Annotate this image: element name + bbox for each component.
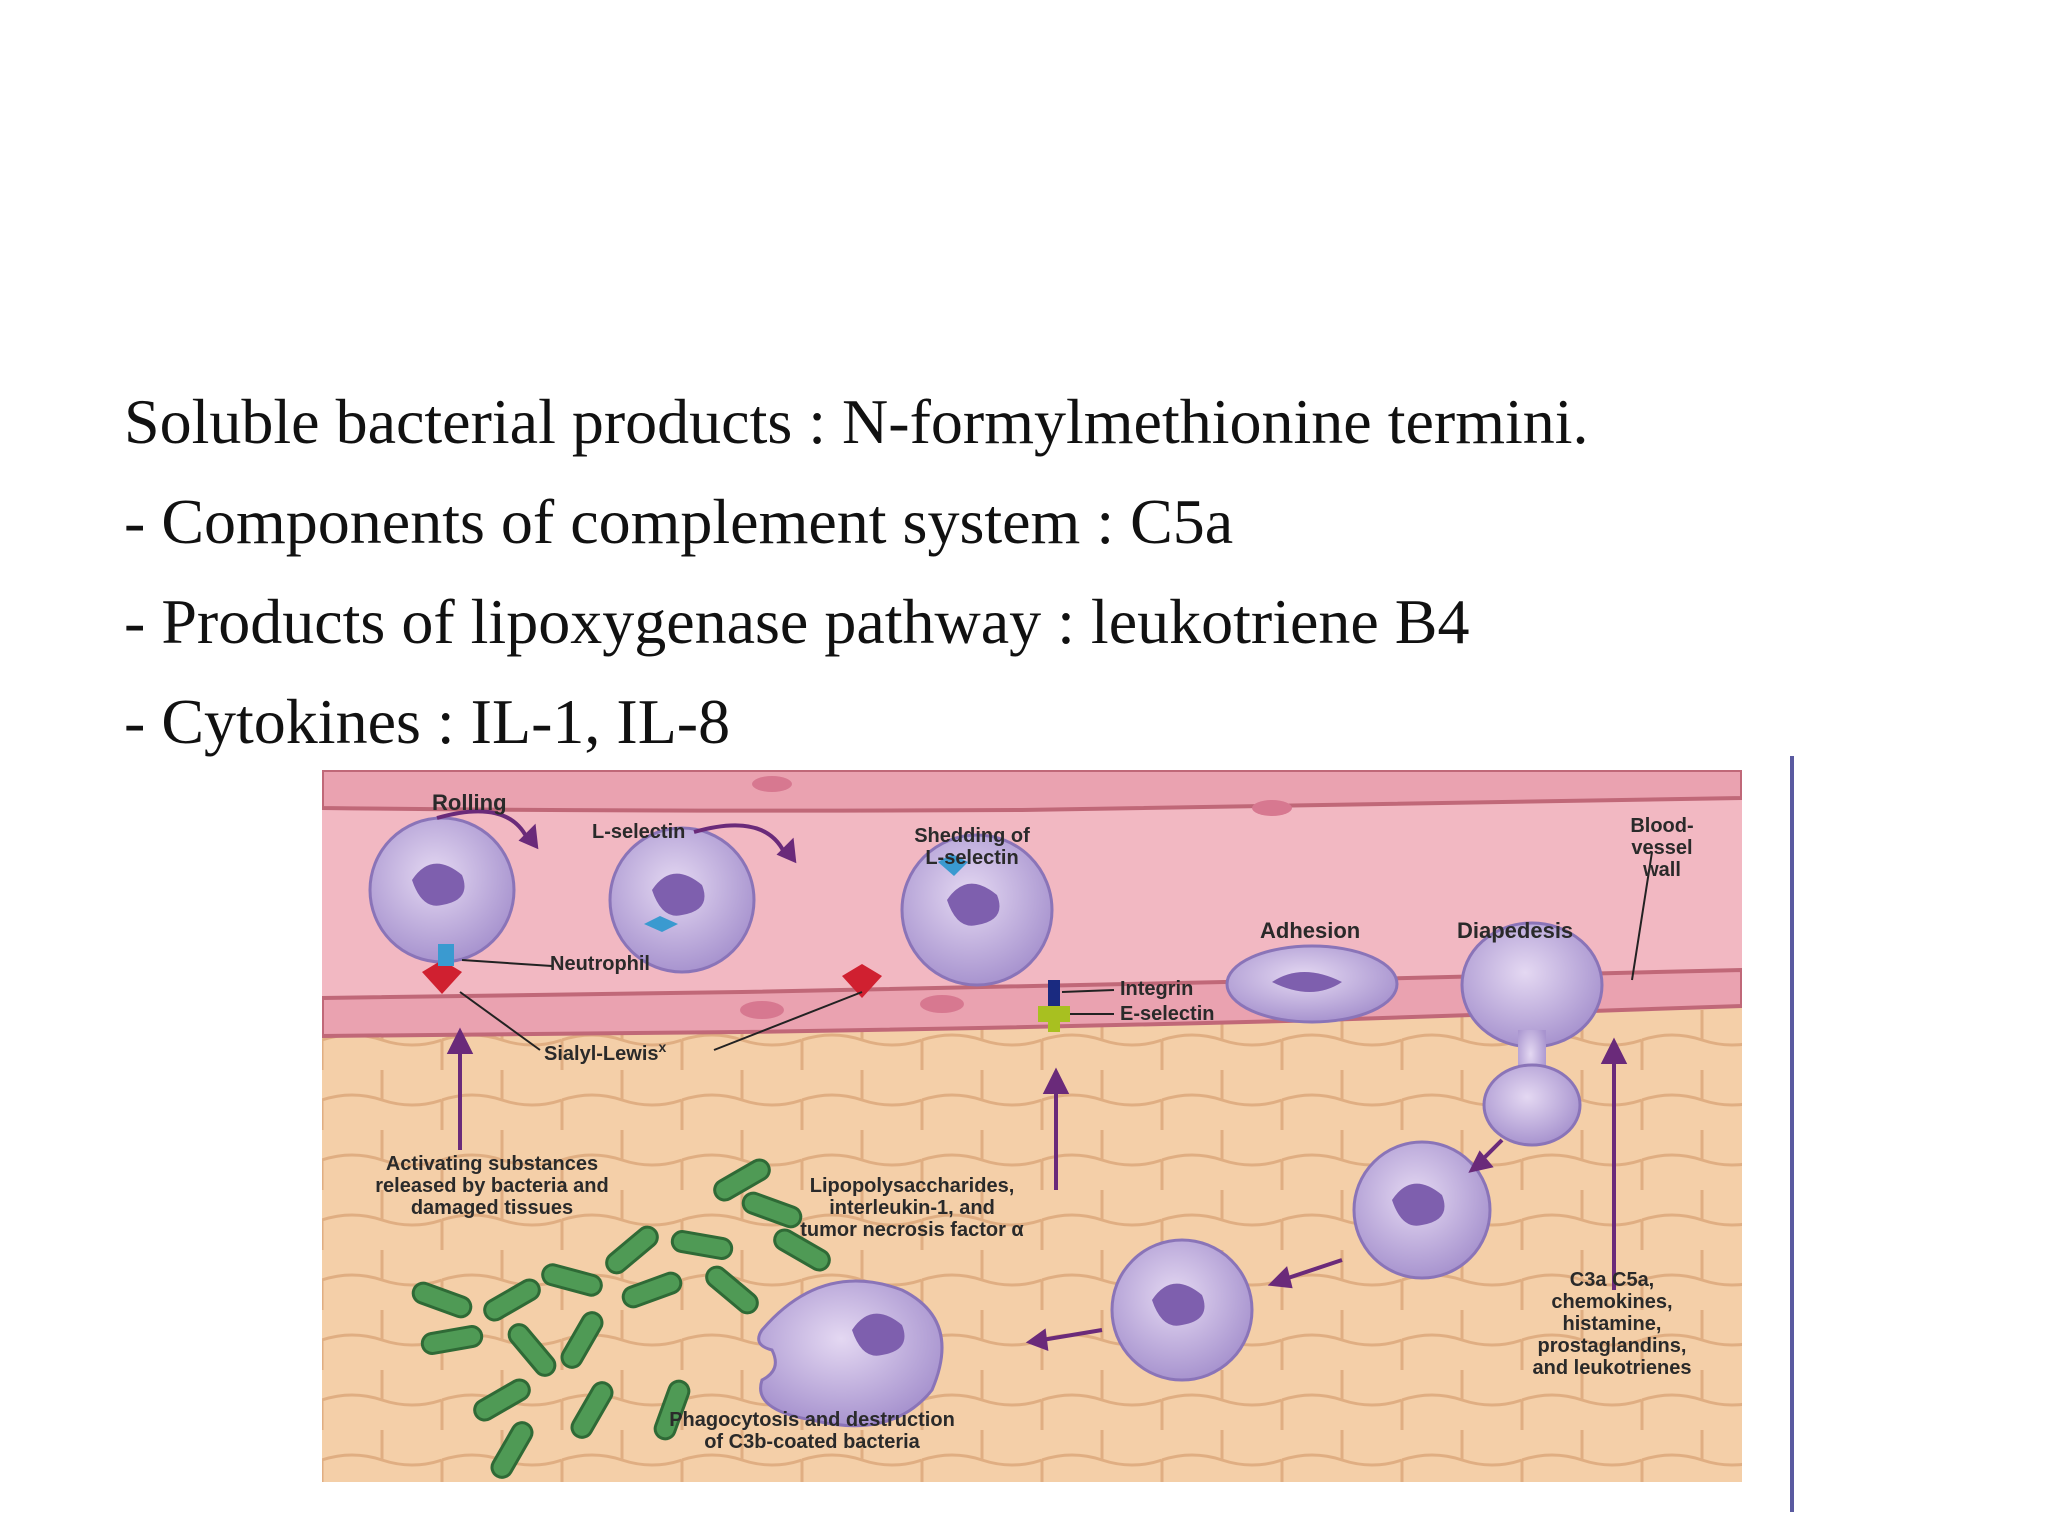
vessel-wall-top (322, 770, 1742, 813)
label-mediators-line3: histamine, (1563, 1313, 1662, 1335)
label-mediators-line5: and leukotrienes (1533, 1357, 1692, 1379)
label-lps-line1: Lipopolysaccharides, (810, 1175, 1015, 1197)
l-selectin-bound (438, 944, 454, 966)
label-mediators-line1: C3a C5a, (1570, 1269, 1655, 1291)
bullet-list: Soluble bacterial products : N-formylmet… (124, 372, 1589, 772)
flow-arrows (436, 809, 1628, 1352)
label-mediators-line2: chemokines, (1551, 1291, 1672, 1313)
neutrophil-migration-diagram: Rolling L-selectin Shedding of L-selecti… (322, 770, 1742, 1482)
neutrophil-adhered (1225, 944, 1399, 1024)
label-neutrophil: Neutrophil (550, 953, 650, 975)
label-phagocytosis-line1: Phagocytosis and destruction (669, 1409, 955, 1431)
label-activating-line2: released by bacteria and (375, 1175, 608, 1197)
slide-divider-line (1790, 756, 1794, 1512)
neutrophil-phagocytosing (757, 1279, 944, 1428)
label-rolling: Rolling (432, 790, 507, 815)
neutrophil-cell (368, 816, 516, 964)
label-l-selectin: L-selectin (592, 821, 685, 843)
label-adhesion: Adhesion (1260, 918, 1360, 943)
label-integrin: Integrin (1120, 978, 1193, 1000)
label-activating-line1: Activating substances (386, 1153, 598, 1175)
l-selectin-free (644, 916, 678, 932)
label-blood-vessel-line2: vessel (1631, 837, 1692, 859)
label-e-selectin: E-selectin (1120, 1003, 1214, 1025)
label-mediators-line4: prostaglandins, (1538, 1335, 1687, 1357)
bullet-item: Soluble bacterial products : N-formylmet… (124, 386, 1589, 457)
bacteria-cluster (411, 1158, 831, 1479)
neutrophil-diapedesis (1460, 921, 1604, 1147)
label-activating-line3: damaged tissues (411, 1197, 573, 1219)
label-sialyl-lewis: Sialyl-Lewisx (544, 1039, 667, 1065)
bullet-item: - Products of lipoxygenase pathway : leu… (124, 586, 1470, 657)
label-shedding-line1: Shedding of (914, 825, 1030, 847)
neutrophil-cell (608, 826, 756, 974)
neutrophil-cell (1110, 1238, 1254, 1382)
label-diapedesis: Diapedesis (1457, 918, 1573, 943)
bullet-item: - Cytokines : IL-1, IL-8 (124, 686, 731, 757)
e-selectin-marker (1038, 1006, 1070, 1032)
neutrophil-cell (1352, 1140, 1492, 1280)
leader-lines (459, 851, 1653, 1051)
neutrophil-cell (900, 833, 1054, 987)
label-lps-line3: tumor necrosis factor α (800, 1219, 1024, 1241)
label-shedding-line2: L-selectin (925, 847, 1018, 869)
sialyl-lewis-receptor (422, 960, 882, 998)
label-blood-vessel-line1: Blood- (1630, 815, 1693, 837)
bullet-item: - Components of complement system : C5a (124, 486, 1234, 557)
label-phagocytosis-line2: of C3b-coated bacteria (704, 1431, 920, 1453)
label-lps-line2: interleukin-1, and (829, 1197, 995, 1219)
label-blood-vessel-line3: wall (1642, 859, 1681, 881)
integrin-marker (1048, 980, 1060, 1010)
l-selectin-shed (938, 854, 968, 876)
